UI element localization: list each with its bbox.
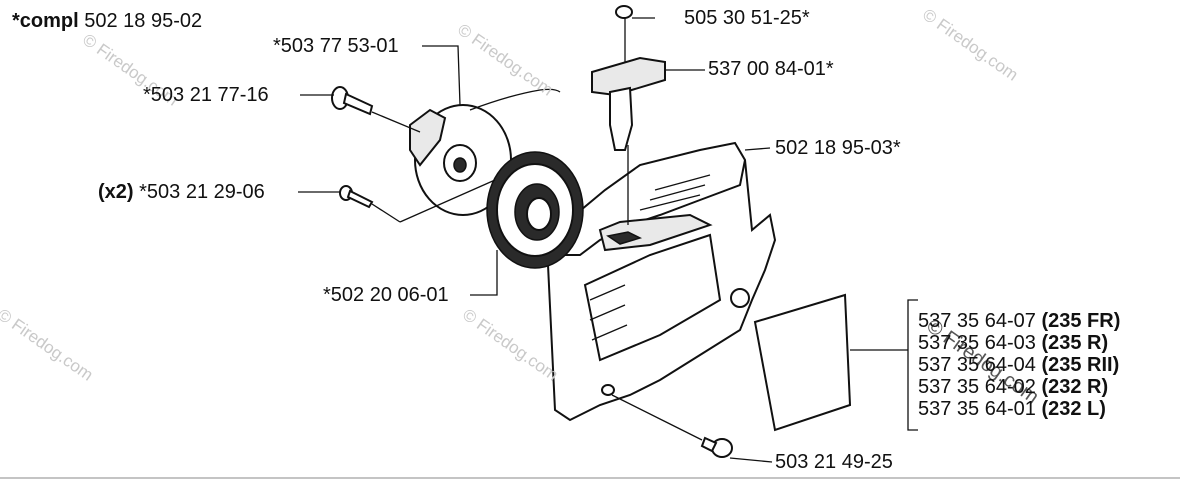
label-screw-top: *503 21 77-16 bbox=[143, 84, 269, 106]
label-screw-mid: (x2) *503 21 29-06 bbox=[98, 181, 265, 203]
variant-row: 537 35 64-07 (235 FR) bbox=[918, 310, 1121, 332]
cover-bolt bbox=[700, 436, 733, 458]
screw-mid bbox=[339, 185, 374, 209]
label-drum: *503 77 53-01 bbox=[273, 35, 399, 57]
screw-top bbox=[331, 86, 374, 116]
starter-cover bbox=[546, 141, 777, 422]
decal bbox=[753, 293, 852, 432]
variant-row: 537 35 64-03 (235 R) bbox=[918, 332, 1109, 354]
variant-row: 537 35 64-04 (235 RII) bbox=[918, 354, 1120, 376]
pulley bbox=[486, 151, 584, 269]
label-pulley: *502 20 06-01 bbox=[323, 284, 449, 306]
rope-drum bbox=[409, 88, 561, 216]
assembly-title: *compl 502 18 95-02 bbox=[12, 10, 202, 32]
label-screw-mid-number: *503 21 29-06 bbox=[139, 181, 265, 203]
starter-handle bbox=[591, 5, 666, 151]
label-rope-end: 505 30 51-25* bbox=[684, 7, 810, 29]
variant-row: 537 35 64-02 (232 R) bbox=[918, 376, 1109, 398]
assembly-title-prefix: *compl bbox=[12, 10, 79, 32]
leader-lines bbox=[298, 17, 918, 463]
label-qty: (x2) bbox=[98, 181, 134, 203]
label-handle: 537 00 84-01* bbox=[708, 58, 834, 80]
label-bolt: 503 21 49-25 bbox=[775, 451, 893, 473]
assembly-title-number: 502 18 95-02 bbox=[84, 10, 203, 32]
variant-row: 537 35 64-01 (232 L) bbox=[918, 398, 1106, 420]
label-cover: 502 18 95-03* bbox=[775, 137, 901, 159]
